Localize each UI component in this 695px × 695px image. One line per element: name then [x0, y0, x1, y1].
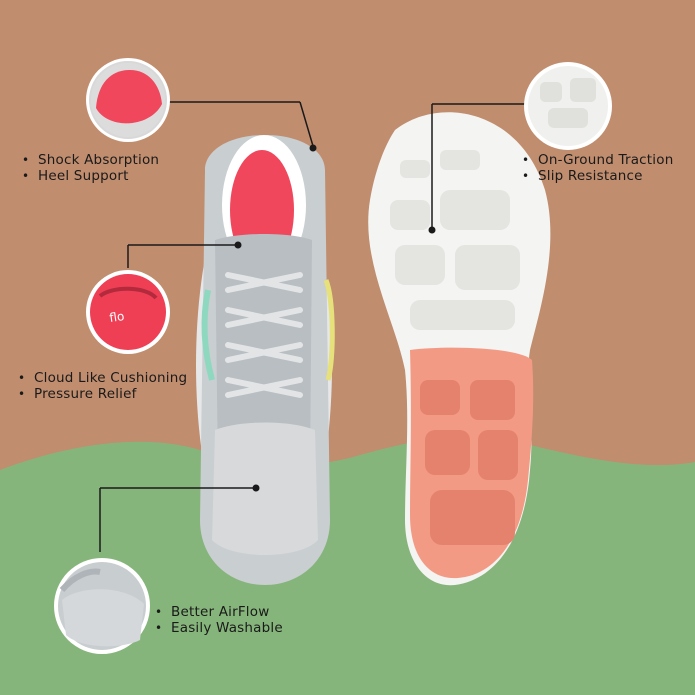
feature-pressure-relief: Pressure Relief: [18, 386, 187, 402]
feature-better-airflow: Better AirFlow: [155, 604, 283, 620]
outsole-features: On-Ground Traction Slip Resistance: [522, 152, 673, 184]
shoe-top-view: REDTAPE: [196, 135, 335, 585]
mesh-features: Better AirFlow Easily Washable: [155, 604, 283, 636]
callout-insole: flo: [86, 241, 242, 354]
feature-slip-resistance: Slip Resistance: [522, 168, 673, 184]
feature-on-ground-traction: On-Ground Traction: [522, 152, 673, 168]
callout-heel: [86, 58, 317, 152]
insole-features: Cloud Like Cushioning Pressure Relief: [18, 370, 187, 402]
heel-features: Shock Absorption Heel Support: [22, 152, 159, 184]
svg-text:flo: flo: [108, 309, 125, 325]
shoe-outsole-view: [368, 112, 551, 586]
callout-mesh: [54, 484, 260, 654]
feature-heel-support: Heel Support: [22, 168, 159, 184]
feature-shock-absorption: Shock Absorption: [22, 152, 159, 168]
callout-outsole: [428, 62, 612, 234]
feature-easily-washable: Easily Washable: [155, 620, 283, 636]
feature-cloud-like-cushioning: Cloud Like Cushioning: [18, 370, 187, 386]
